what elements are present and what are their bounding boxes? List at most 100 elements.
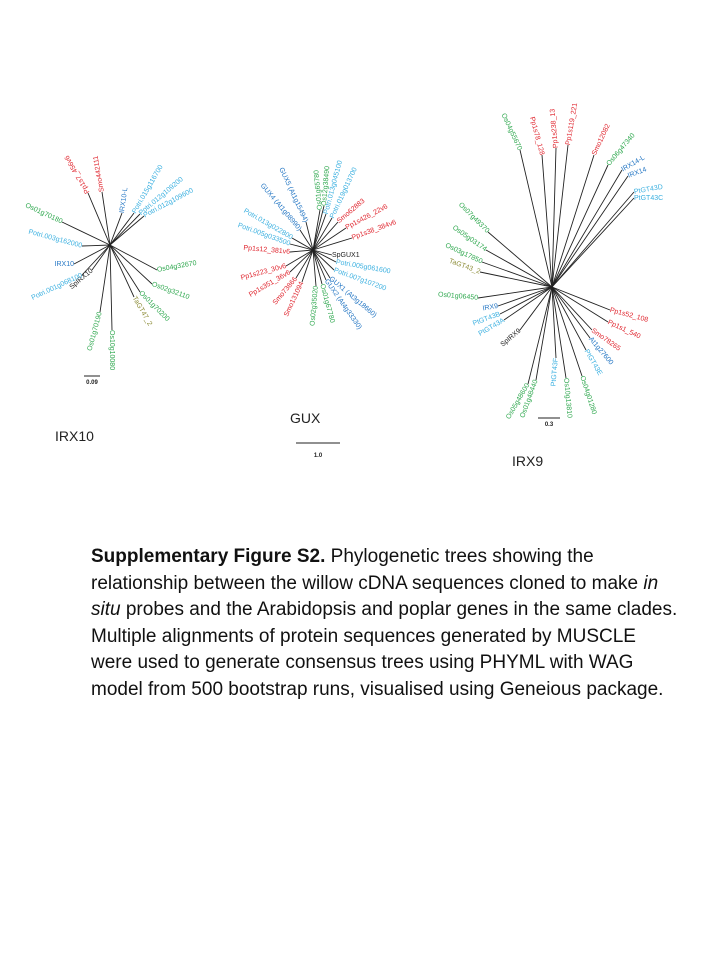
tree-branch (499, 286, 553, 315)
caption-italic: in situ (91, 572, 659, 621)
tree-branch (551, 286, 593, 331)
leaf-label: Pp1s7_456v6 (64, 154, 92, 195)
tree-branch (312, 221, 339, 251)
tree-branch (541, 154, 553, 288)
tree-branch (87, 192, 111, 246)
tree-title: GUX (290, 410, 321, 426)
scale-label: 0.09 (86, 380, 98, 386)
tree-branch (551, 154, 595, 288)
leaf-label: Os12g38490 (321, 166, 331, 207)
tree-branch (551, 144, 569, 288)
caption-text-1: Phylogenetic trees showing the relations… (91, 546, 644, 594)
tree-branch (312, 217, 333, 251)
tree-title: IRX10 (55, 428, 94, 444)
leaf-label: Smo442111 (92, 155, 105, 192)
tree-branch (551, 191, 635, 288)
tree-branch (91, 244, 111, 271)
tree-branch (551, 286, 609, 323)
tree-branch (312, 249, 335, 271)
tree-branch (109, 212, 123, 246)
tree-branch (312, 249, 337, 263)
tree-branch (551, 147, 557, 288)
leaf-label: Os04g01280 (578, 375, 597, 415)
leaf-label: SpIRX9 (499, 328, 522, 349)
leaf-label: SpGUX1 (332, 252, 360, 259)
tree-branch (477, 286, 553, 299)
tree-branch (289, 243, 314, 251)
leaf-label: IRX10 (55, 261, 75, 268)
tree-branch (81, 244, 111, 276)
leaf-label: Os10g13810 (562, 378, 572, 419)
tree-branch (81, 244, 111, 247)
leaf-label: Pp1s1_540 (606, 319, 641, 340)
tree-branch (497, 286, 553, 307)
scale-label: 0.3 (545, 422, 554, 428)
leaf-label: Os01g70190 (87, 311, 104, 352)
tree-branch (312, 205, 325, 251)
leaf-label: Pp1s119_221 (565, 102, 579, 145)
leaf-label: Os02g35020 (309, 286, 319, 327)
tree-branch (479, 271, 553, 288)
tree-branch (312, 249, 327, 281)
leaf-label: IRX10-L (119, 187, 130, 214)
tree-branch (99, 244, 111, 313)
leaf-label: Os01g70180 (24, 202, 63, 225)
tree-branch (305, 221, 314, 251)
tree-branch (295, 249, 314, 279)
tree-branch (481, 261, 553, 288)
tree-branch (312, 249, 333, 256)
leaf-label: Os04g32670 (156, 260, 197, 274)
tree-branch (109, 244, 158, 271)
leaf-label: Os01g06450 (438, 291, 479, 301)
tree-title: IRX9 (512, 453, 543, 469)
tree-branch (551, 175, 629, 288)
tree-branch (312, 249, 317, 287)
leaf-label: Os01g65780 (313, 170, 323, 211)
tree-branch (109, 244, 153, 285)
leaf-label: PtGT43F (550, 358, 559, 387)
tree-branch (519, 149, 553, 288)
tree-branch (285, 249, 314, 267)
leaf-label: Os04g55670 (500, 112, 523, 151)
tree-branch (101, 191, 111, 246)
tree-branch (312, 209, 321, 251)
leaf-label: Os10g10080 (108, 330, 115, 370)
scale-label: 1.0 (314, 453, 323, 459)
tree-branch (312, 237, 353, 251)
tree-branch (551, 286, 557, 359)
tree-branch (519, 286, 553, 331)
tree-branch (312, 249, 331, 279)
leaf-label: PtGT43C (634, 195, 663, 202)
tree-branch (551, 286, 583, 377)
leaf-label: GUX5 (At1g15494) (277, 167, 309, 224)
tree-branch (299, 229, 314, 251)
tree-branch (109, 244, 141, 293)
figure-caption: Supplementary Figure S2. Phylogenetic tr… (91, 544, 681, 703)
leaf-label: PtGT43D (633, 184, 663, 196)
tree-branch (312, 227, 347, 251)
tree-branch (551, 286, 567, 379)
tree-branch (291, 237, 314, 251)
leaf-label: Pp1s238_13 (549, 108, 559, 148)
tree-branch (312, 249, 323, 285)
gux-tree: Os01g65780Os12g38490Potri.013g045100Potr… (237, 160, 398, 459)
leaf-label: Smo12082 (591, 123, 612, 157)
tree-branch (527, 286, 553, 385)
leaf-label: Os02g32110 (151, 281, 191, 301)
tree-branch (109, 212, 135, 246)
tree-branch (487, 231, 553, 288)
tree-branch (109, 215, 145, 246)
leaf-label: Potri.003g162000 (28, 229, 83, 250)
leaf-label: IRX9 (482, 303, 499, 313)
tree-branch (61, 221, 111, 246)
tree-branch (109, 244, 113, 331)
caption-text-2: probes and the Arabidopsis and poplar ge… (91, 599, 678, 700)
tree-branch (73, 244, 111, 265)
leaf-label: Pp1s78_128 (528, 116, 545, 156)
tree-branch (551, 169, 623, 288)
tree-branch (109, 244, 135, 298)
tree-branch (312, 213, 327, 251)
